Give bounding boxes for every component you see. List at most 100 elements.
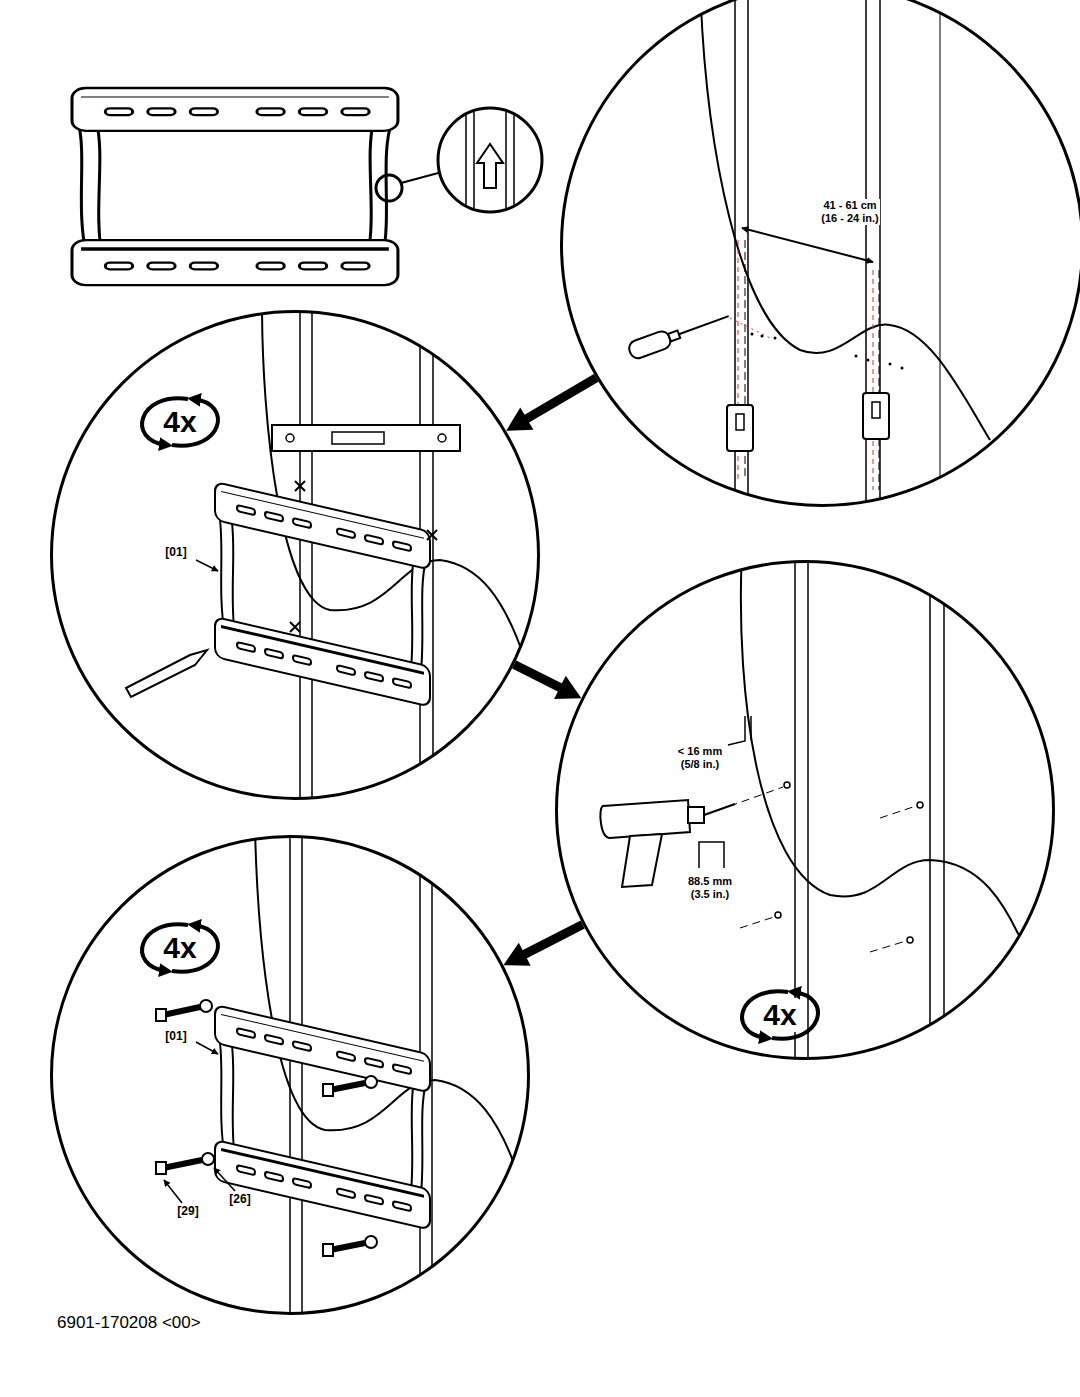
marking-view: [196, 560, 218, 571]
drilling-view: [870, 941, 906, 952]
circle-outline: [52, 312, 539, 799]
drilling-view: [775, 912, 781, 918]
circle-outline: [560, 0, 1080, 507]
marking-view: [262, 305, 525, 660]
marking-view: [427, 530, 437, 540]
circle-outline: [555, 560, 1055, 1060]
drilling-view: [880, 806, 916, 818]
callout-number: [01]: [165, 1030, 186, 1044]
overview-bracket: [401, 172, 442, 183]
fastening-view: [214, 1168, 235, 1191]
stud-finding-view: [889, 363, 892, 366]
drilling-view: [742, 991, 818, 1038]
stud-finding-view: [679, 316, 729, 334]
fastening-view: [163, 1160, 202, 1168]
fastening-view: [156, 1009, 166, 1021]
drilling-view: [704, 804, 735, 815]
drilling-view: [705, 787, 916, 952]
arrow-shaft: [523, 924, 583, 955]
stud-finding-view: [627, 308, 732, 361]
stud-finding-view: [736, 414, 744, 430]
dimension-label: 88.5 mm (3.5 in.): [687, 875, 733, 900]
drilling-view: [699, 842, 724, 868]
document-number: 6901-170208 <00>: [57, 1313, 201, 1333]
stud-finding-view: [668, 330, 680, 341]
fastening-view: [301, 830, 303, 1320]
overview-bracket: [473, 100, 475, 220]
fastening-view: [156, 1000, 377, 1256]
stud-finding-view: [761, 335, 764, 338]
step-arrow: [506, 378, 596, 431]
circle-outline: [50, 310, 540, 800]
fastening-view: [215, 1005, 430, 1230]
drilling-view: [600, 800, 690, 838]
fastening-view: [142, 924, 218, 971]
stud-finding-view: [872, 402, 880, 418]
drilling-view: [784, 782, 790, 788]
drilling-view: [728, 716, 751, 745]
marking-view: [438, 434, 446, 442]
fastening-view: [330, 1083, 365, 1090]
marking-view: [295, 481, 305, 491]
drilling-view: [917, 802, 923, 808]
arrow-shaft: [514, 665, 562, 689]
stud-finding-view: [751, 333, 904, 370]
fastening-view: [323, 1244, 333, 1256]
drilling-view: [907, 937, 913, 943]
fastening-view: [255, 830, 520, 1180]
step-arrow: [503, 924, 582, 965]
arrow-head: [554, 676, 581, 699]
overview-bracket: [466, 100, 514, 220]
drilling-view: [807, 550, 809, 1070]
overview-bracket: [376, 175, 402, 201]
marking-view: [332, 432, 384, 444]
fastening-view: [202, 1153, 214, 1165]
dimension-label: < 16 mm (5/8 in.): [677, 745, 723, 770]
drilling-view: [775, 782, 923, 943]
overview-bracket: [465, 100, 467, 220]
marking-view: [299, 300, 301, 810]
fastening-view: [330, 1243, 365, 1250]
overview-bracket: [477, 144, 503, 188]
marking-view: [286, 434, 294, 442]
overview-bracket: [72, 88, 542, 285]
drilling-view: [943, 550, 945, 1070]
detail-circle: 4x[01][29][26]: [50, 835, 530, 1315]
fastening-view: [200, 1000, 212, 1012]
marking-view: [290, 481, 437, 632]
overview-bracket: [505, 100, 507, 220]
drilling-view: [622, 834, 662, 887]
circle-outline: [52, 837, 529, 1314]
stud-finding-view: [700, 0, 990, 440]
arrow-shaft: [525, 378, 596, 420]
stud-finding-view: [867, 359, 870, 362]
fastening-view: [164, 1180, 182, 1203]
drilling-view: [740, 917, 774, 928]
marking-view: [126, 650, 207, 697]
repeat-count: 4x: [763, 998, 796, 1033]
dimension-label: 41 - 61 cm (16 - 24 in.): [821, 199, 880, 224]
fastening-view: [163, 1007, 365, 1250]
stud-finding-view: [627, 329, 673, 360]
circle-outline: [50, 835, 530, 1315]
callout-number: [26]: [229, 1193, 250, 1207]
repeat-count: 4x: [163, 405, 196, 440]
fastening-view: [156, 1162, 166, 1174]
stud-finding-view: [727, 405, 753, 451]
marking-view: [311, 300, 313, 810]
circle-outline: [562, 0, 1080, 506]
fastening-view: [431, 830, 433, 1320]
drilling-view: [705, 787, 783, 815]
overview-bracket: [513, 100, 515, 220]
circle-outline: [557, 562, 1054, 1059]
stud-finding-view: [879, 270, 880, 490]
stud-finding-view: [901, 367, 904, 370]
marking-view: [432, 300, 434, 810]
fastening-view: [365, 1236, 377, 1248]
stud-finding-view: [751, 333, 754, 336]
stud-finding-view: [855, 355, 858, 358]
arrow-head: [503, 943, 530, 966]
